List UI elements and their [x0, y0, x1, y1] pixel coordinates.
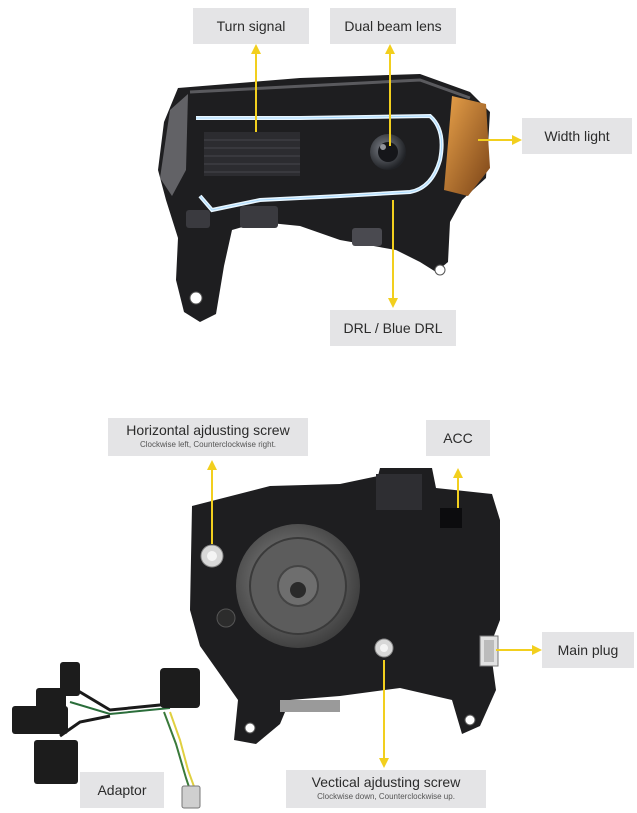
- horizontal-screw-note: Clockwise left, Counterclockwise right.: [139, 440, 277, 449]
- horizontal-screw-title: Horizontal ajdusting screw: [126, 422, 290, 438]
- vertical-screw-title: Vectical ajdusting screw: [311, 774, 461, 790]
- turn-signal-label: Turn signal: [193, 8, 309, 44]
- main-plug-label: Main plug: [542, 632, 634, 668]
- callout-arrows: [207, 44, 542, 768]
- adaptor-label: Adaptor: [80, 772, 164, 808]
- dual-beam-lens-label: Dual beam lens: [330, 8, 456, 44]
- acc-label: ACC: [426, 420, 490, 456]
- rear-headlight: [190, 468, 500, 744]
- adaptor-harness: [12, 662, 201, 809]
- vertical-screw-label: Vectical ajdusting screw Clockwise down,…: [286, 770, 486, 808]
- width-light-label: Width light: [522, 118, 632, 154]
- drl-label: DRL / Blue DRL: [330, 310, 456, 346]
- horizontal-screw-label: Horizontal ajdusting screw Clockwise lef…: [108, 418, 308, 456]
- vertical-screw-note: Clockwise down, Counterclockwise up.: [317, 792, 455, 801]
- front-headlight: [158, 74, 490, 322]
